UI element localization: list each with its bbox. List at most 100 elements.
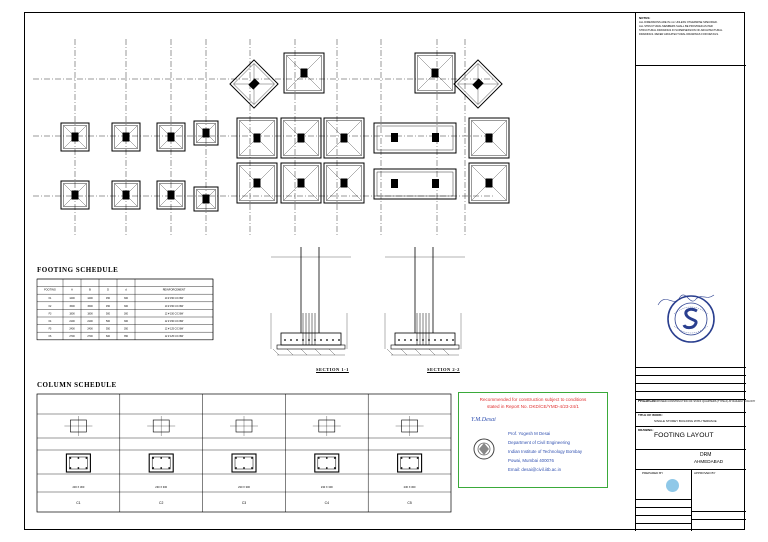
column-combined-mid-1: [391, 133, 398, 142]
footing-cell-2-1: 1800: [69, 312, 75, 315]
prepared-by-label: PREPARED BY: [642, 471, 664, 475]
footing-cell-2-0: F3: [49, 312, 52, 315]
footing-cell-1-3: 450: [106, 305, 111, 308]
footing-mid-7: [468, 117, 510, 159]
footing-mid-6: [323, 117, 365, 159]
footing-bot-0: [60, 180, 90, 210]
column-size-1: 230 X 300: [155, 485, 167, 489]
org-line-1: DRM: [700, 452, 712, 458]
section-1-caption: SECTION 1-1: [316, 367, 349, 372]
note-line-4: DRAWINGS. REFER ARCHITECTURAL DRAWINGS F…: [639, 33, 719, 36]
column-section-2: [231, 453, 257, 473]
combined-footing-bot: [373, 168, 457, 200]
footing-cell-0-5: 10 # 150 C/C BW: [165, 297, 184, 300]
footing-cell-4-5: 12 # 125 C/C BW: [165, 328, 184, 331]
footing-cell-4-0: F5: [49, 328, 52, 331]
title-of-work-text: SINGLE STOREY BUILDING WITH TERRACE: [654, 419, 717, 423]
combined-footing-mid: [373, 122, 457, 154]
email: Email: desai@civil.iitb.ac.in: [508, 467, 562, 472]
footing-header-2: B: [89, 287, 91, 291]
footing-mid-0: [60, 122, 90, 152]
footing-diag-right: [453, 59, 503, 109]
project-text: PROPOSED CONSTRUCTION OF STAFF QUARTERS …: [652, 400, 756, 403]
footing-bot-6: [323, 162, 365, 204]
footing-cell-4-3: 550: [106, 328, 111, 331]
footing-cell-3-2: 2100: [87, 320, 93, 323]
professor-name: Prof. Yogesh M Desai: [508, 431, 551, 436]
footing-cell-0-2: 1200: [87, 297, 93, 300]
footing-cell-5-2: 2700: [87, 335, 93, 338]
footing-cell-2-2: 1800: [87, 312, 93, 315]
drawing-title: FOOTING LAYOUT: [654, 432, 714, 439]
footing-schedule-heading: FOOTING SCHEDULE: [37, 266, 119, 274]
column-size-3: 230 X 300: [321, 485, 333, 489]
org-line-2: AHMEDABAD: [694, 459, 724, 464]
footing-cell-0-0: F1: [49, 297, 52, 300]
footing-cell-1-2: 1500: [87, 305, 93, 308]
column-schedule-table: [36, 393, 452, 513]
footing-cell-2-5: 12 # 150 C/C BW: [165, 312, 184, 315]
column-id-2: C3: [242, 501, 246, 505]
footing-cell-4-1: 2400: [69, 328, 75, 331]
footing-mid-1: [111, 122, 141, 152]
footing-cell-4-2: 2400: [87, 328, 93, 331]
column-id-0: C1: [76, 501, 80, 505]
iit-logo: [473, 437, 495, 463]
footing-cell-4-4: 350: [124, 328, 129, 331]
footing-cell-2-4: 300: [124, 312, 129, 315]
footing-header-0: FOOTING: [44, 287, 56, 291]
small-blue-logo: [666, 479, 679, 492]
footing-bot-5: [280, 162, 322, 204]
column-section-0: [65, 453, 91, 473]
notes-title: NOTES:: [639, 16, 651, 20]
footing-header-5: REINFORCEMENT: [163, 287, 186, 291]
section-1-detail: [270, 247, 351, 356]
recommendation-stamp: Recommended for construction subject to …: [458, 392, 608, 488]
footing-cell-3-4: 300: [124, 320, 129, 323]
footing-cell-3-0: F4: [49, 320, 52, 323]
footing-cell-3-1: 2100: [69, 320, 75, 323]
footing-top-2: [414, 52, 456, 94]
footing-header-1: A: [71, 287, 73, 291]
recommendation-line-2: stated in Report No. DKD/CE/YMD-4/23-24/…: [487, 404, 579, 409]
footing-cell-2-3: 500: [106, 312, 111, 315]
company-seal: [666, 294, 716, 344]
column-size-2: 230 X 300: [238, 485, 250, 489]
footing-top-1: [283, 52, 325, 94]
address: Powai, Mumbai 400076: [508, 458, 554, 463]
title-of-work-label: TITLE OF WORK:: [638, 413, 663, 417]
column-id-4: C5: [407, 501, 411, 505]
footing-header-4: d: [125, 287, 127, 291]
section-2-detail: [384, 247, 465, 356]
footing-cell-5-3: 600: [106, 335, 111, 338]
footing-cell-3-5: 12 # 150 C/C BW: [165, 320, 184, 323]
footing-cell-0-3: 450: [106, 297, 111, 300]
column-combined-mid-2: [432, 133, 439, 142]
footing-cell-0-1: 1200: [69, 297, 75, 300]
footing-cell-1-5: 10 # 150 C/C BW: [165, 305, 184, 308]
column-id-3: C4: [325, 501, 329, 505]
department: Department of Civil Engineering: [508, 440, 570, 445]
approved-by-label: APPROVED BY: [694, 471, 716, 475]
signature: Y.M.Desai: [471, 417, 496, 423]
footing-mid-2: [156, 122, 186, 152]
footing-diag-left: [229, 59, 279, 109]
footing-cell-3-3: 500: [106, 320, 111, 323]
note-line-3: STRUCTURAL DRAWINGS IN SUPERSESSION OF A…: [639, 29, 723, 32]
column-section-4: [397, 453, 423, 473]
footing-bot-4: [236, 162, 278, 204]
title-block: NOTES: ALL DIMENSIONS ARE IN mm UNLESS O…: [635, 13, 755, 531]
project-label: PROJECT:: [638, 399, 655, 403]
signature-scribble: [656, 287, 716, 316]
footing-cell-1-4: 300: [124, 305, 129, 308]
drawing-label: DRAWING:: [638, 428, 654, 432]
footing-cell-5-0: F6: [49, 335, 52, 338]
column-combined-bot-1: [391, 179, 398, 188]
footing-cell-5-4: 350: [124, 335, 129, 338]
column-size-0: 230 X 300: [72, 485, 84, 489]
footing-cell-5-5: 12 # 125 C/C BW: [165, 335, 184, 338]
section-2-caption: SECTION 2-2: [427, 367, 460, 372]
footing-cell-5-1: 2700: [69, 335, 75, 338]
